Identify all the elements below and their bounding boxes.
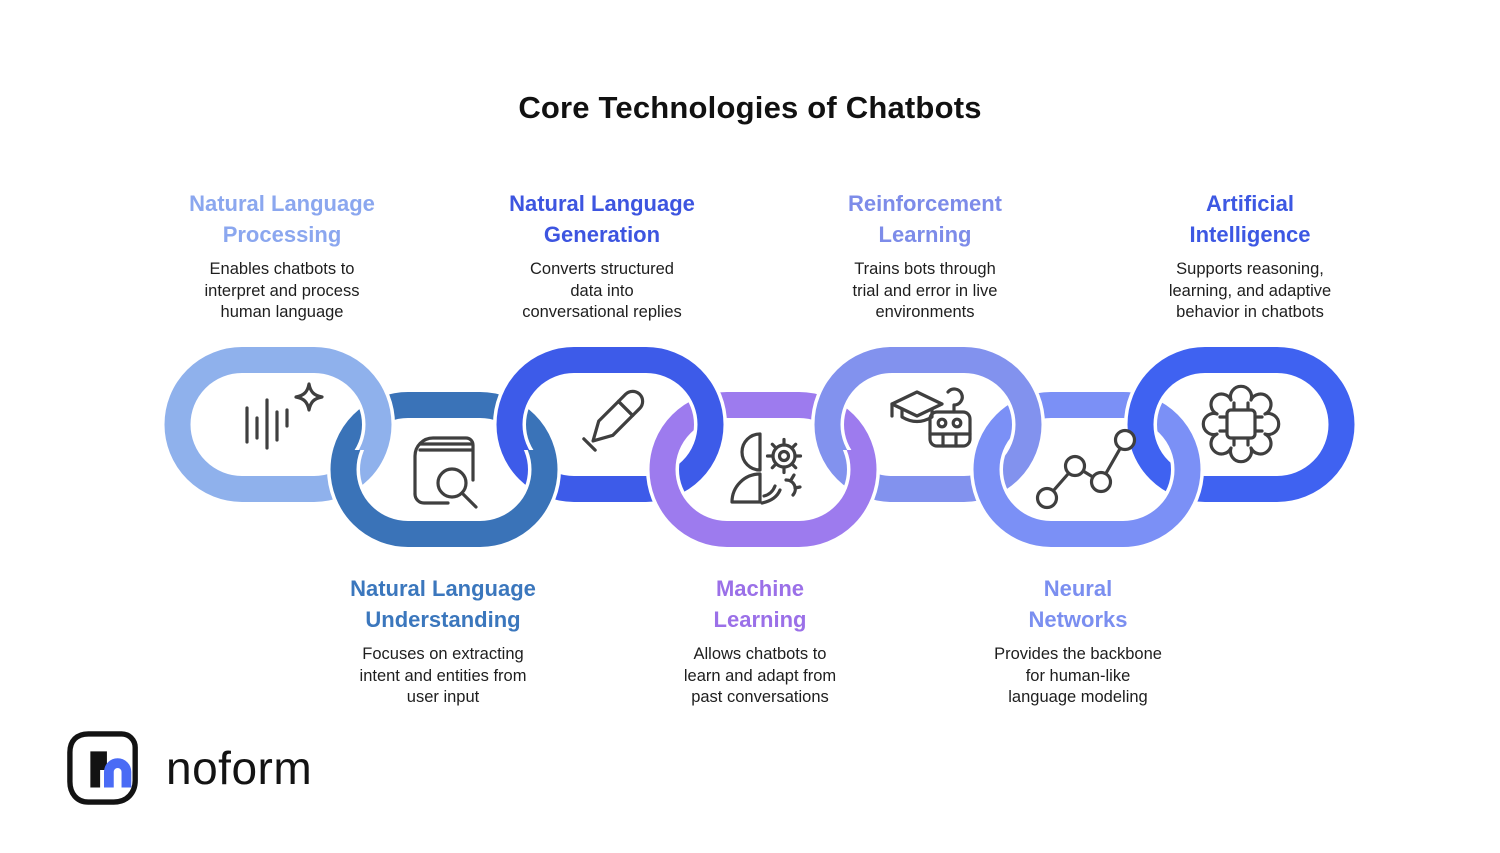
logo-mark-blue-glyph bbox=[104, 758, 132, 788]
logo-mark-outline bbox=[67, 731, 138, 805]
label-natural-language-processing: Natural Language Processing Enables chat… bbox=[147, 188, 417, 324]
noform-logo-text: noform bbox=[166, 742, 313, 794]
item-description: Trains bots through trial and error in l… bbox=[852, 260, 998, 322]
item-description: Allows chatbots to learn and adapt from … bbox=[683, 645, 837, 707]
chain-link-nlu-ring-front bbox=[330, 450, 558, 547]
chain-link-ml-ring-front bbox=[649, 450, 877, 547]
label-machine-learning: Machine Learning Allows chatbots to lear… bbox=[625, 573, 895, 709]
item-title: Natural Language Processing bbox=[189, 191, 375, 248]
item-description: Focuses on extracting intent and entitie… bbox=[359, 645, 527, 707]
logo-mark-black-glyph bbox=[90, 751, 107, 788]
item-description: Supports reasoning, learning, and adapti… bbox=[1168, 260, 1332, 322]
item-title: Machine Learning bbox=[713, 576, 807, 633]
item-description: Converts structured data into conversati… bbox=[522, 260, 682, 322]
label-neural-networks: Neural Networks Provides the backbone fo… bbox=[943, 573, 1213, 709]
chain-link-nlg-ring bbox=[496, 347, 724, 502]
chain-link-ai-ring bbox=[1127, 347, 1355, 502]
waveform-sparkle-icon bbox=[245, 382, 324, 450]
chain-link-nn-ring-front bbox=[973, 450, 1201, 547]
chain-link-rl-ring bbox=[814, 347, 1042, 502]
graduate-robot-icon bbox=[890, 387, 972, 448]
brain-chip-icon bbox=[1201, 384, 1281, 464]
item-title: Artificial Intelligence bbox=[1189, 191, 1311, 248]
item-title: Natural Language Understanding bbox=[350, 576, 536, 633]
chain-back-layer bbox=[330, 392, 1201, 547]
person-gears-icon bbox=[730, 432, 803, 505]
chain-link-nlp-ring bbox=[164, 347, 392, 502]
label-natural-language-generation: Natural Language Generation Converts str… bbox=[467, 188, 737, 324]
item-description: Provides the backbone for human-like lan… bbox=[994, 645, 1162, 707]
noform-logo-mark bbox=[67, 731, 138, 805]
pen-icon bbox=[582, 389, 645, 452]
connected-nodes-icon bbox=[1035, 428, 1137, 510]
item-description: Enables chatbots to interpret and proces… bbox=[204, 260, 360, 322]
chain-top-layer bbox=[161, 343, 1358, 506]
item-title: Reinforcement Learning bbox=[847, 191, 1003, 248]
book-search-icon bbox=[413, 436, 478, 509]
label-natural-language-understanding: Natural Language Understanding Focuses o… bbox=[308, 573, 578, 709]
noform-logo: noform bbox=[66, 728, 312, 808]
label-reinforcement-learning: Reinforcement Learning Trains bots throu… bbox=[790, 188, 1060, 324]
item-title: Neural Networks bbox=[1028, 576, 1128, 633]
page-title: Core Technologies of Chatbots bbox=[518, 90, 982, 125]
chain-icons bbox=[245, 382, 1281, 510]
chain-weave-layer bbox=[327, 450, 1204, 551]
label-artificial-intelligence: Artificial Intelligence Supports reasoni… bbox=[1115, 188, 1385, 324]
item-title: Natural Language Generation bbox=[509, 191, 695, 248]
